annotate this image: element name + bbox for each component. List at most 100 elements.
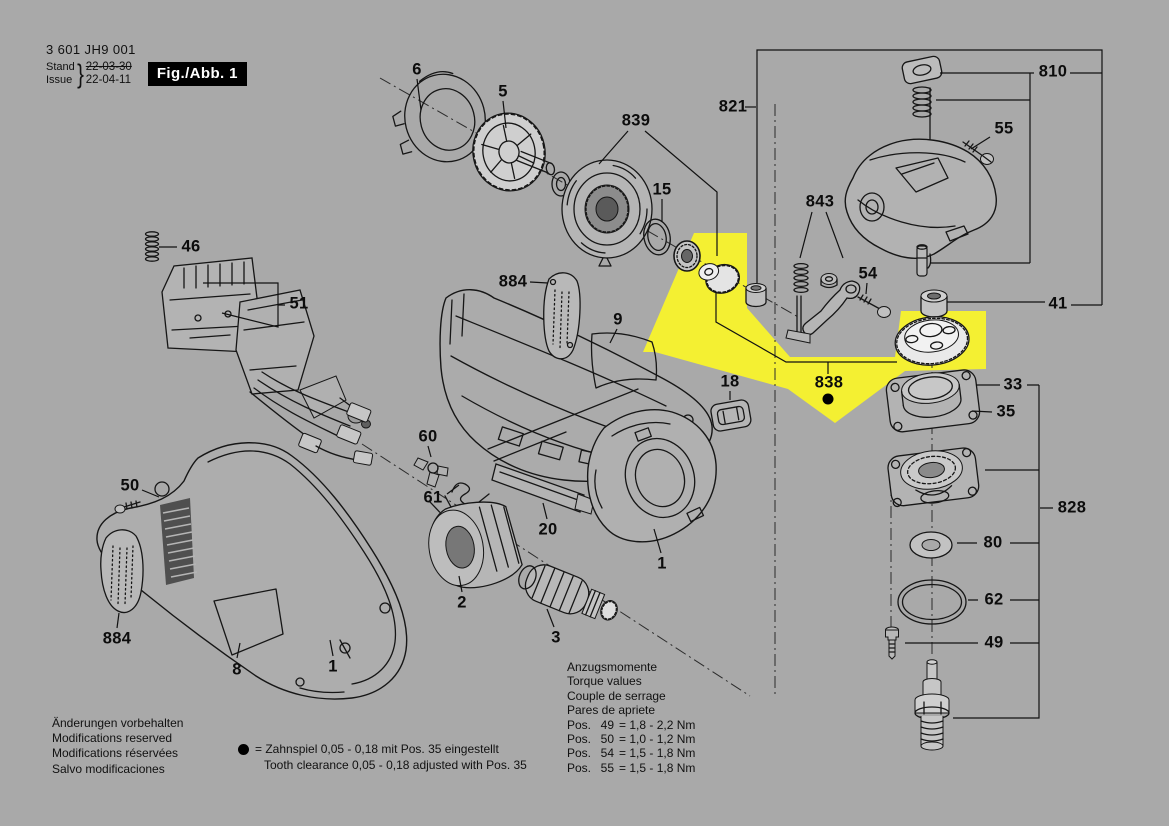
part-label-6: 6 xyxy=(412,60,422,79)
part-label-9: 9 xyxy=(613,310,623,329)
part-washer-80 xyxy=(909,531,953,559)
part-screw-55 xyxy=(962,140,994,165)
issue-label: Issue xyxy=(46,74,73,86)
part-sticker-9 xyxy=(487,332,658,462)
part-electronics-module-51 xyxy=(161,257,259,353)
part-label-15: 15 xyxy=(652,180,672,199)
part-fan-5 xyxy=(472,112,556,192)
part-label-884-bottom: 884 xyxy=(102,629,132,648)
torque-row-50: Pos. 50 = 1,0 - 1,2 Nm xyxy=(567,732,695,746)
torque-row-55: Pos. 55 = 1,5 - 1,8 Nm xyxy=(567,761,695,775)
part-bushing-41 xyxy=(920,289,948,318)
part-label-8: 8 xyxy=(232,660,242,679)
torque-heading-fr: Couple de serrage xyxy=(567,688,666,703)
part-label-838: 838 xyxy=(814,373,844,392)
part-switch-wires-51 xyxy=(235,289,374,466)
part-label-810: 810 xyxy=(1038,62,1068,81)
tooth-clearance-marker-dot xyxy=(822,393,834,405)
stand-date-struck: 22-03-30 xyxy=(85,61,132,73)
title-block: 3 601 JH9 001 Stand Issue } 22-03-30 22-… xyxy=(46,42,247,89)
part-motor-housing-1 xyxy=(586,409,717,543)
part-ball-bearing xyxy=(673,240,701,272)
part-label-55: 55 xyxy=(994,119,1014,138)
part-label-1-left: 1 xyxy=(328,657,338,676)
part-label-1-right: 1 xyxy=(657,554,667,573)
part-label-60: 60 xyxy=(418,427,438,446)
torque-pos-number: 49 xyxy=(600,717,614,732)
part-label-80: 80 xyxy=(983,533,1003,552)
torque-value: = 1,5 - 1,8 Nm xyxy=(619,746,696,761)
part-handle-housing-1 xyxy=(96,442,408,700)
part-label-50: 50 xyxy=(120,476,140,495)
torque-pos-label: Pos. xyxy=(567,732,592,747)
figure-label: Fig./Abb. 1 xyxy=(147,62,247,86)
part-screw-49 xyxy=(885,626,899,660)
part-flange-ring-33-35 xyxy=(885,369,981,433)
torque-table: Anzugsmomente Torque values Couple de se… xyxy=(567,660,695,775)
torque-pos-number: 54 xyxy=(600,746,614,761)
part-label-35: 35 xyxy=(996,402,1016,421)
part-bearing-flange-828 xyxy=(887,447,980,508)
leader-lines xyxy=(116,49,1103,719)
part-bearing-flange-839 xyxy=(561,159,653,267)
part-label-18: 18 xyxy=(720,372,740,391)
part-label-54: 54 xyxy=(858,264,878,283)
part-latch-18 xyxy=(710,399,752,432)
part-label-821: 821 xyxy=(718,97,748,116)
modifications-line-de: Änderungen vorbehalten xyxy=(52,716,184,730)
torque-heading-en: Torque values xyxy=(567,674,642,689)
stand-label: Stand xyxy=(46,61,75,73)
part-spring xyxy=(912,86,932,118)
part-label-843: 843 xyxy=(805,192,835,211)
torque-heading-de: Anzugsmomente xyxy=(567,660,658,674)
part-label-46: 46 xyxy=(181,237,201,256)
part-label-62: 62 xyxy=(984,590,1004,609)
part-sticker-8 xyxy=(213,588,284,656)
part-label-49: 49 xyxy=(984,633,1004,652)
issue-date: 22-04-11 xyxy=(85,74,131,86)
torque-heading-es: Pares de apriete xyxy=(567,703,656,718)
part-spindle xyxy=(914,659,950,751)
torque-pos-number: 50 xyxy=(600,732,614,747)
modifications-line-en: Modifications reserved xyxy=(52,731,173,746)
part-grip-pad-884-top xyxy=(543,272,581,360)
part-lever-assembly-843 xyxy=(785,262,861,344)
modifications-line-es: Salvo modificaciones xyxy=(52,761,165,776)
part-label-3: 3 xyxy=(551,628,561,647)
part-screw-50 xyxy=(114,500,141,514)
part-label-828: 828 xyxy=(1057,498,1087,517)
part-lock-slider-20 xyxy=(491,463,595,515)
torque-value: = 1,8 - 2,2 Nm xyxy=(619,717,696,732)
torque-row-54: Pos. 54 = 1,5 - 1,8 Nm xyxy=(567,746,695,760)
torque-pos-label: Pos. xyxy=(567,746,592,761)
part-pin xyxy=(916,244,928,277)
torque-value: = 1,0 - 1,2 Nm xyxy=(619,732,696,747)
torque-pos-label: Pos. xyxy=(567,760,592,775)
part-cover-plate xyxy=(901,55,943,85)
tooth-note-line2: Tooth clearance 0,05 - 0,18 adjusted wit… xyxy=(264,757,527,772)
torque-value: = 1,5 - 1,8 Nm xyxy=(619,760,696,775)
part-seal-ring-15 xyxy=(643,218,671,256)
tooth-note-line1: = Zahnspiel 0,05 - 0,18 mit Pos. 35 eing… xyxy=(255,742,499,756)
part-lever-60 xyxy=(413,457,449,488)
part-label-51: 51 xyxy=(289,294,309,313)
part-crown-gear-838 xyxy=(894,316,970,366)
part-label-41: 41 xyxy=(1048,294,1068,313)
part-label-20: 20 xyxy=(538,520,558,539)
bullet-dot-icon xyxy=(238,744,249,755)
part-clamp-ring-6 xyxy=(392,71,486,163)
part-label-61: 61 xyxy=(423,488,443,507)
part-grip-pad-884-bottom xyxy=(100,529,144,614)
part-label-2: 2 xyxy=(457,593,467,612)
part-label-33: 33 xyxy=(1003,375,1023,394)
brace-glyph: } xyxy=(76,59,84,89)
part-rotor-3 xyxy=(518,564,618,621)
part-gear-housing-810 xyxy=(844,138,997,269)
tooth-clearance-note: = Zahnspiel 0,05 - 0,18 mit Pos. 35 eing… xyxy=(238,742,527,773)
modifications-note: Änderungen vorbehalten Modifications res… xyxy=(52,716,183,777)
part-label-839: 839 xyxy=(621,111,651,130)
torque-pos-number: 55 xyxy=(600,760,614,775)
part-bushing xyxy=(745,283,767,308)
